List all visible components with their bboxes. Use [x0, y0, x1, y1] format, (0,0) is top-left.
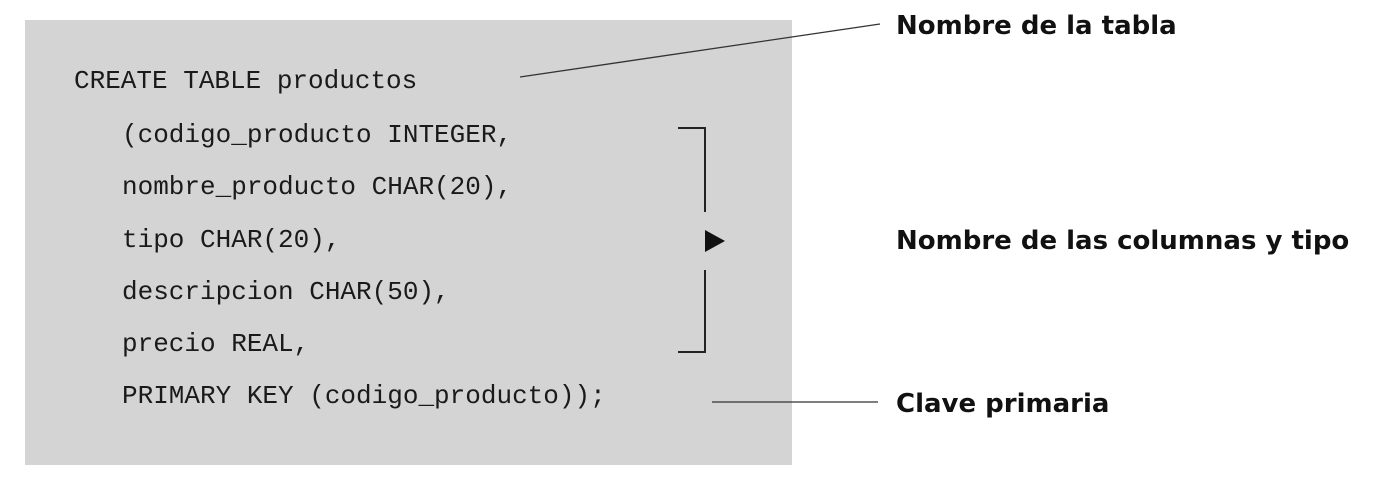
code-line-create-table: CREATE TABLE productos	[74, 66, 418, 96]
code-line-precio: precio REAL,	[122, 329, 310, 359]
code-line-primary-key: PRIMARY KEY (codigo_producto));	[122, 381, 606, 411]
code-line-nombre-producto: nombre_producto CHAR(20),	[122, 172, 513, 202]
table-name-label: Nombre de la tabla	[896, 11, 1177, 41]
columns-bracket-lower	[678, 270, 706, 353]
primary-key-label: Clave primaria	[896, 389, 1110, 419]
arrow-right-icon	[705, 230, 725, 252]
code-line-tipo: tipo CHAR(20),	[122, 225, 341, 255]
columns-bracket	[678, 127, 706, 212]
code-block	[25, 20, 792, 465]
columns-and-types-label: Nombre de las columnas y tipo	[896, 226, 1350, 256]
code-line-descripcion: descripcion CHAR(50),	[122, 277, 450, 307]
table-name-leader-line	[519, 23, 881, 78]
code-line-codigo-producto: (codigo_producto INTEGER,	[122, 120, 513, 150]
